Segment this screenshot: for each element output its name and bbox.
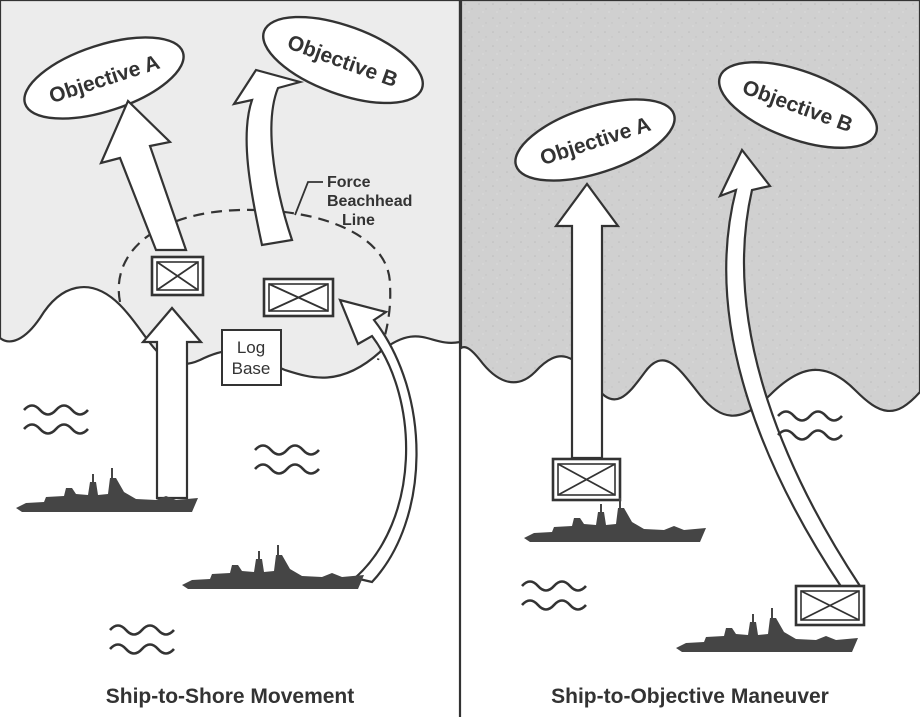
infantry-unit-icon: [794, 584, 866, 627]
log-base-label-1: Log: [237, 338, 265, 357]
force-beachhead-line: [117, 208, 392, 361]
right-panel-caption: Ship-to-Objective Maneuver: [551, 685, 829, 708]
left-panel: Objective A Objective B Log Base: [0, 0, 462, 708]
ship-icon: [524, 498, 706, 542]
infantry-unit-icon: [551, 457, 622, 502]
beachhead-label-3: Line: [342, 212, 375, 229]
arrow-to-objective-b: [717, 147, 862, 590]
arrow-to-objective-b: [231, 68, 305, 247]
log-base-box: Log Base: [221, 329, 282, 386]
beachhead-label-2: Beachhead: [327, 193, 412, 210]
arrow-ship-to-shore-1: [140, 306, 204, 500]
objective-b-ellipse: Objective B: [717, 61, 879, 149]
objective-b-ellipse: Objective B: [262, 15, 424, 105]
infantry-unit-icon: [150, 255, 205, 297]
objective-a-ellipse: Objective A: [514, 98, 676, 182]
beachhead-label-1: Force: [327, 174, 371, 191]
objective-a-ellipse: Objective A: [23, 36, 185, 120]
arrow-to-objective-a: [553, 182, 621, 460]
wave-icon: [520, 580, 588, 611]
wave-icon: [776, 410, 844, 441]
arrow-to-objective-a: [99, 99, 188, 252]
arrow-ship-to-shore-2: [338, 298, 418, 584]
log-base-label-2: Base: [232, 359, 271, 378]
right-panel: Objective A Objective B Ship-to-Objectiv…: [459, 0, 920, 708]
right-landmass: [459, 0, 920, 417]
left-panel-caption: Ship-to-Shore Movement: [106, 685, 355, 708]
infantry-unit-icon: [262, 277, 335, 318]
